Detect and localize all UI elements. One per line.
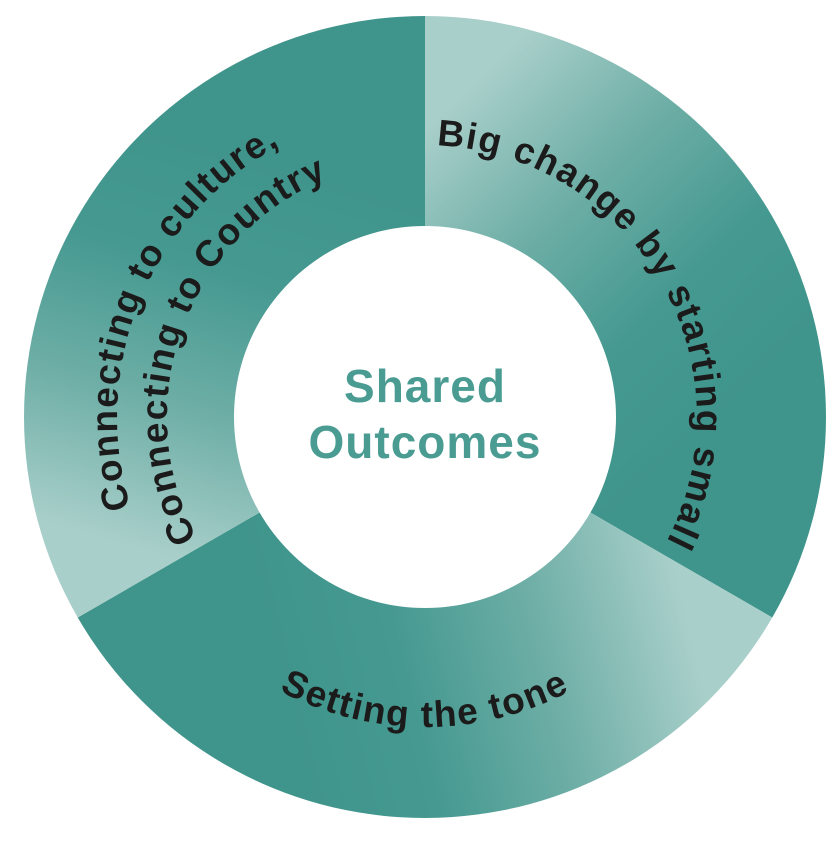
segment-connecting xyxy=(24,16,425,618)
center-label-line1: Shared xyxy=(344,360,506,412)
segment-big-change xyxy=(425,16,826,618)
segment-setting-tone xyxy=(77,512,773,818)
center-label-line2: Outcomes xyxy=(309,416,542,468)
